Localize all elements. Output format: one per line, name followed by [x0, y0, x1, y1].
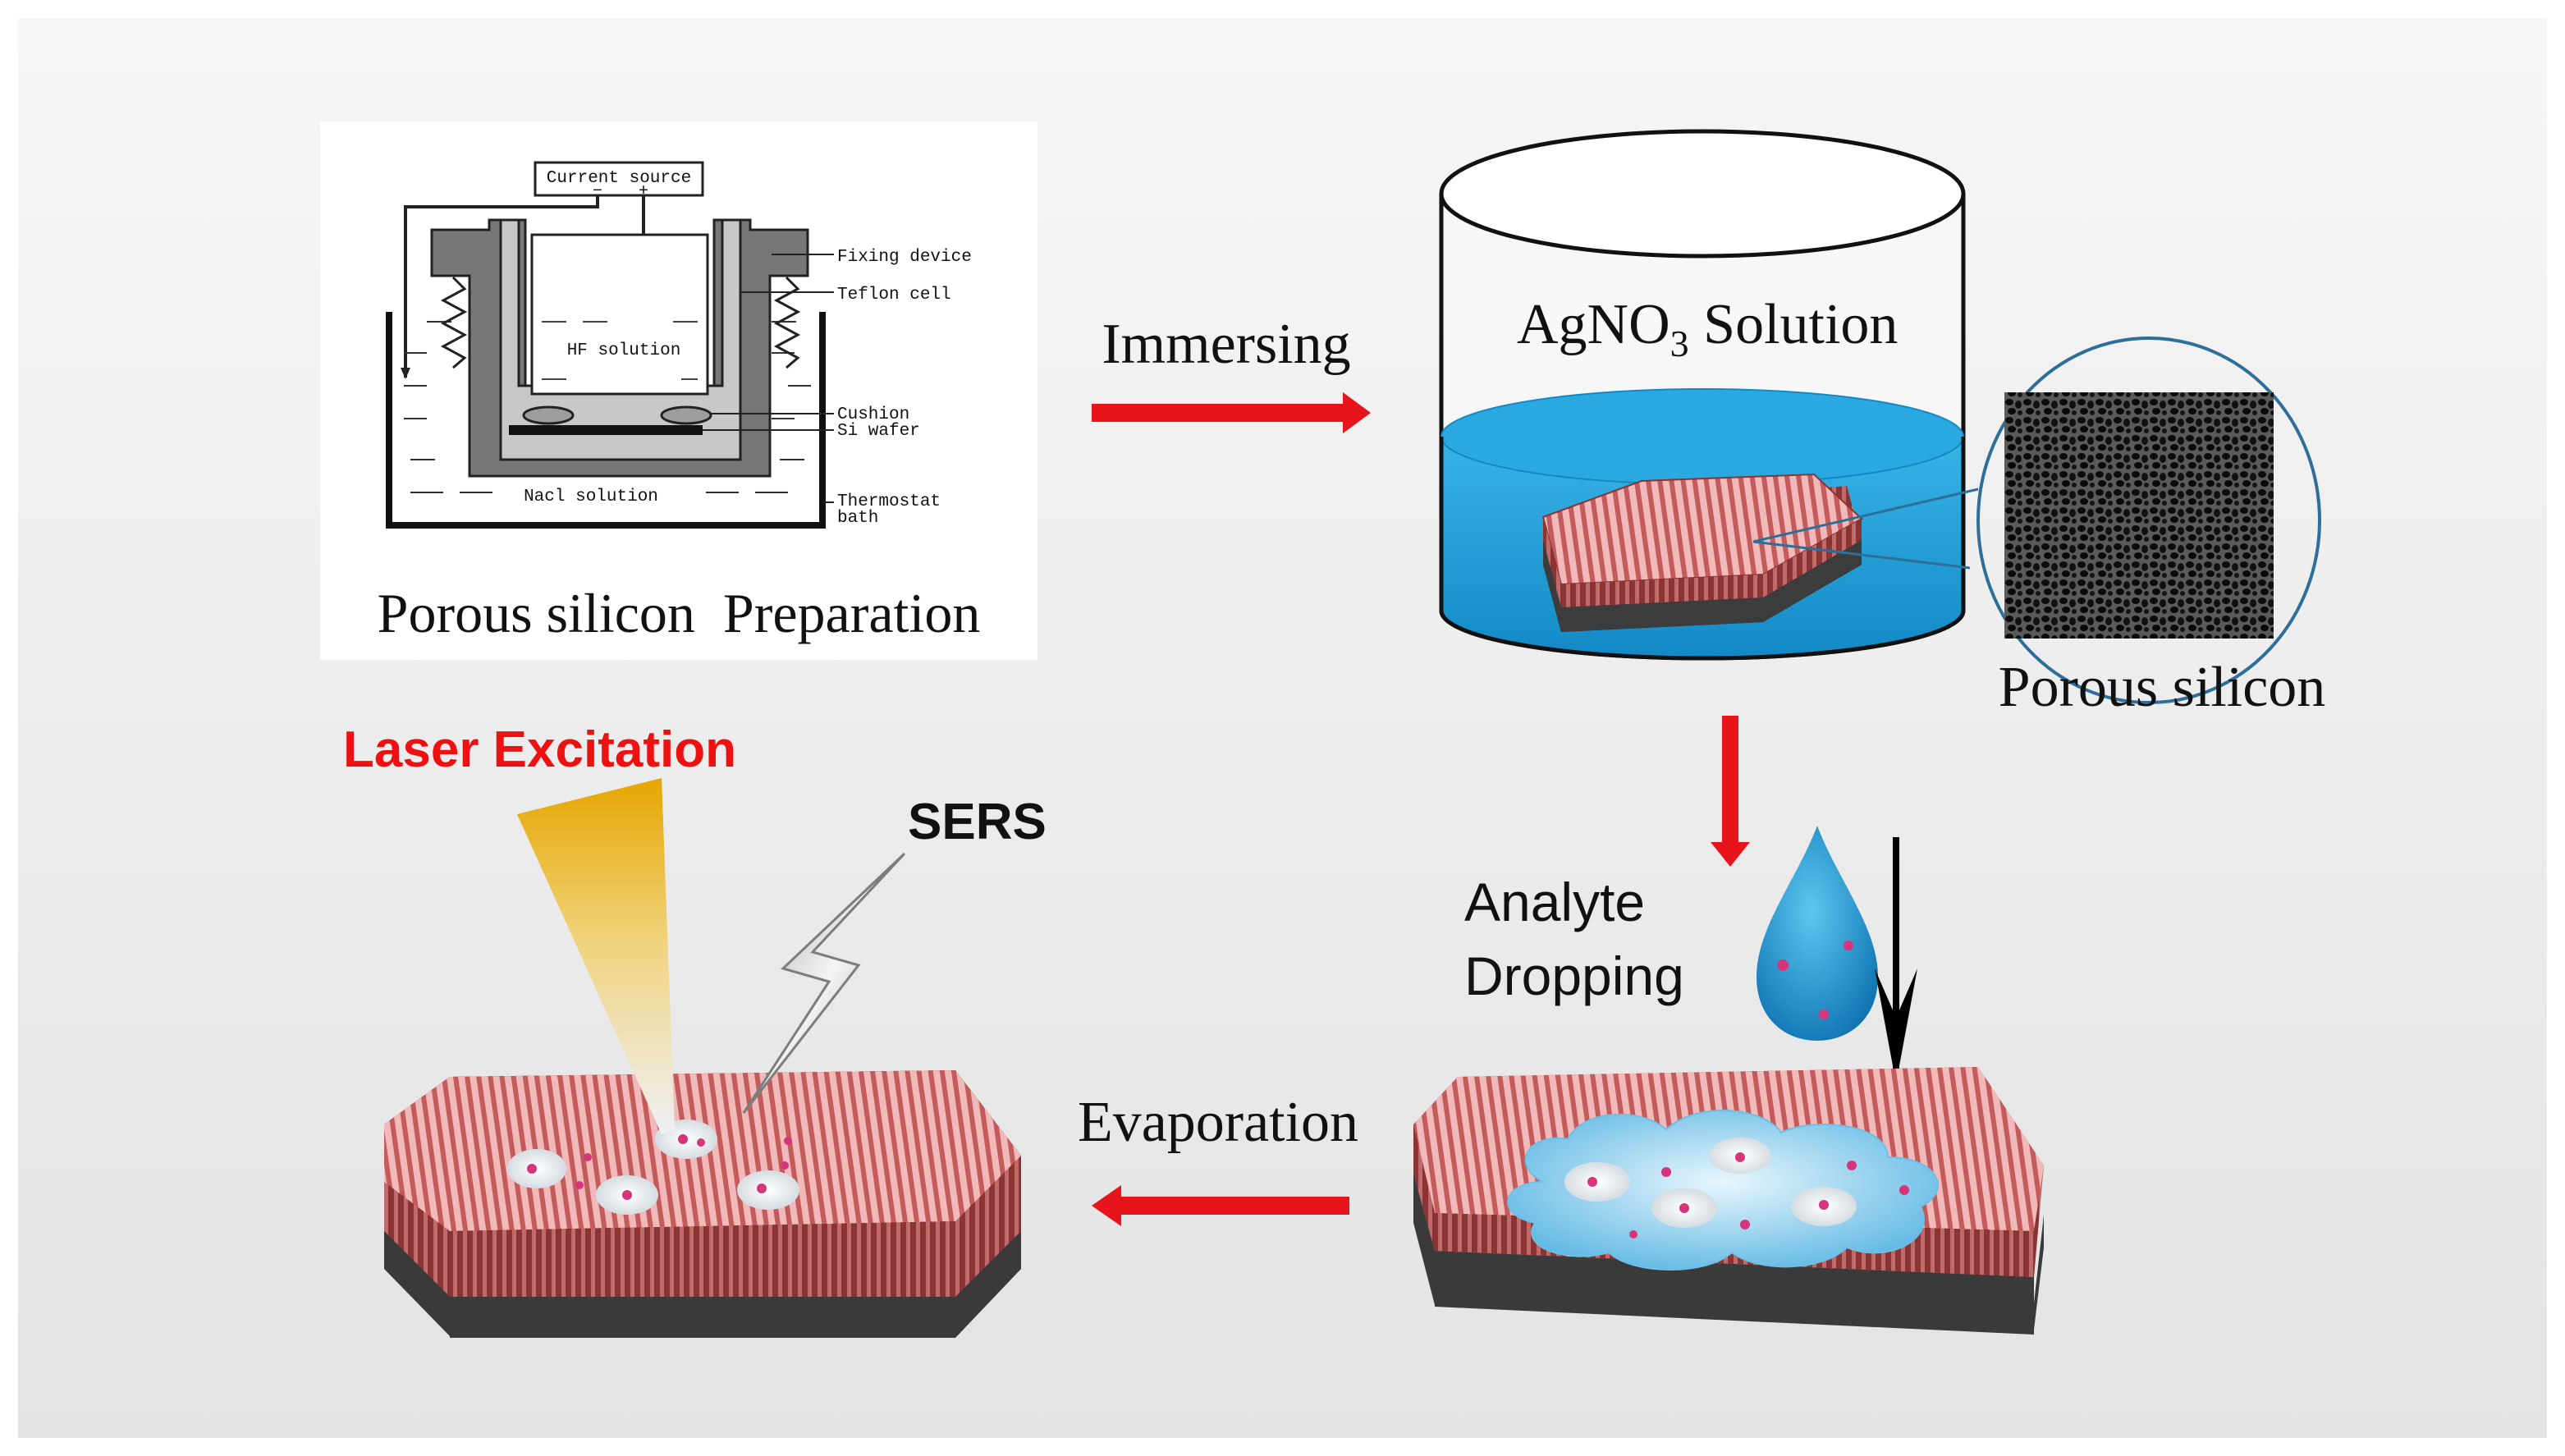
step1-caption: Porous silicon Preparation — [378, 582, 981, 644]
down-arrow — [1711, 716, 1750, 867]
thermostat-label: Thermostat — [837, 492, 941, 511]
sers-label: SERS — [908, 794, 1047, 850]
negative-wire — [404, 195, 599, 378]
current-source-box — [534, 161, 704, 197]
fixing-device-label: Fixing device — [837, 248, 972, 267]
agno3-label: AgNO3 Solution — [1517, 293, 1898, 364]
beaker-rim — [1439, 129, 1966, 259]
bath-label: bath — [837, 509, 878, 528]
analyte-puddle — [1507, 1110, 1939, 1271]
current-source-label: Current source — [547, 169, 691, 188]
sers-substrate — [384, 1070, 1021, 1338]
substrate-with-analyte — [1413, 1067, 2044, 1335]
immersed-sample — [1541, 473, 1863, 632]
thermostat-bath — [386, 312, 826, 529]
immersing-label: Immersing — [1102, 313, 1350, 376]
immersing-arrow: Immersing — [1092, 313, 1371, 433]
hf-chamber — [530, 233, 709, 396]
apparatus-panel: Current source − + HF solution — [320, 121, 1037, 660]
sers-signal-bolt — [742, 852, 906, 1114]
nacl-label: Nacl solution — [524, 488, 658, 506]
teflon-cell — [499, 218, 742, 461]
beaker: AgNO3 Solution — [1439, 129, 1966, 661]
si-wafer — [509, 425, 703, 435]
cushion-label: Cushion — [837, 405, 909, 424]
analyte-label: Analyte — [1464, 872, 1645, 932]
si-wafer-label: Si wafer — [837, 422, 920, 441]
evaporation-arrow: Evaporation — [1078, 1091, 1358, 1226]
left-spring — [440, 276, 468, 369]
analyte-droplet — [1757, 826, 1878, 1041]
left-cushion — [522, 405, 575, 425]
zoom-callout: Porous silicon — [1752, 337, 2326, 719]
plus-label: + — [639, 182, 648, 201]
right-cushion — [660, 405, 712, 425]
laser-excitation-label: Laser Excitation — [343, 721, 736, 778]
porous-silicon-micrograph — [2004, 392, 2274, 639]
minus-label: − — [593, 182, 602, 201]
analyte-dropping: Analyte Dropping — [1464, 826, 1917, 1083]
hf-solution-label: HF solution — [567, 341, 681, 360]
teflon-cell-label: Teflon cell — [837, 286, 951, 304]
porous-silicon-label: Porous silicon — [1999, 656, 2326, 719]
dropping-label: Dropping — [1464, 945, 1684, 1006]
laser-beam — [517, 778, 675, 1134]
zoom-ring — [1976, 337, 2321, 704]
evaporation-label: Evaporation — [1078, 1091, 1358, 1154]
